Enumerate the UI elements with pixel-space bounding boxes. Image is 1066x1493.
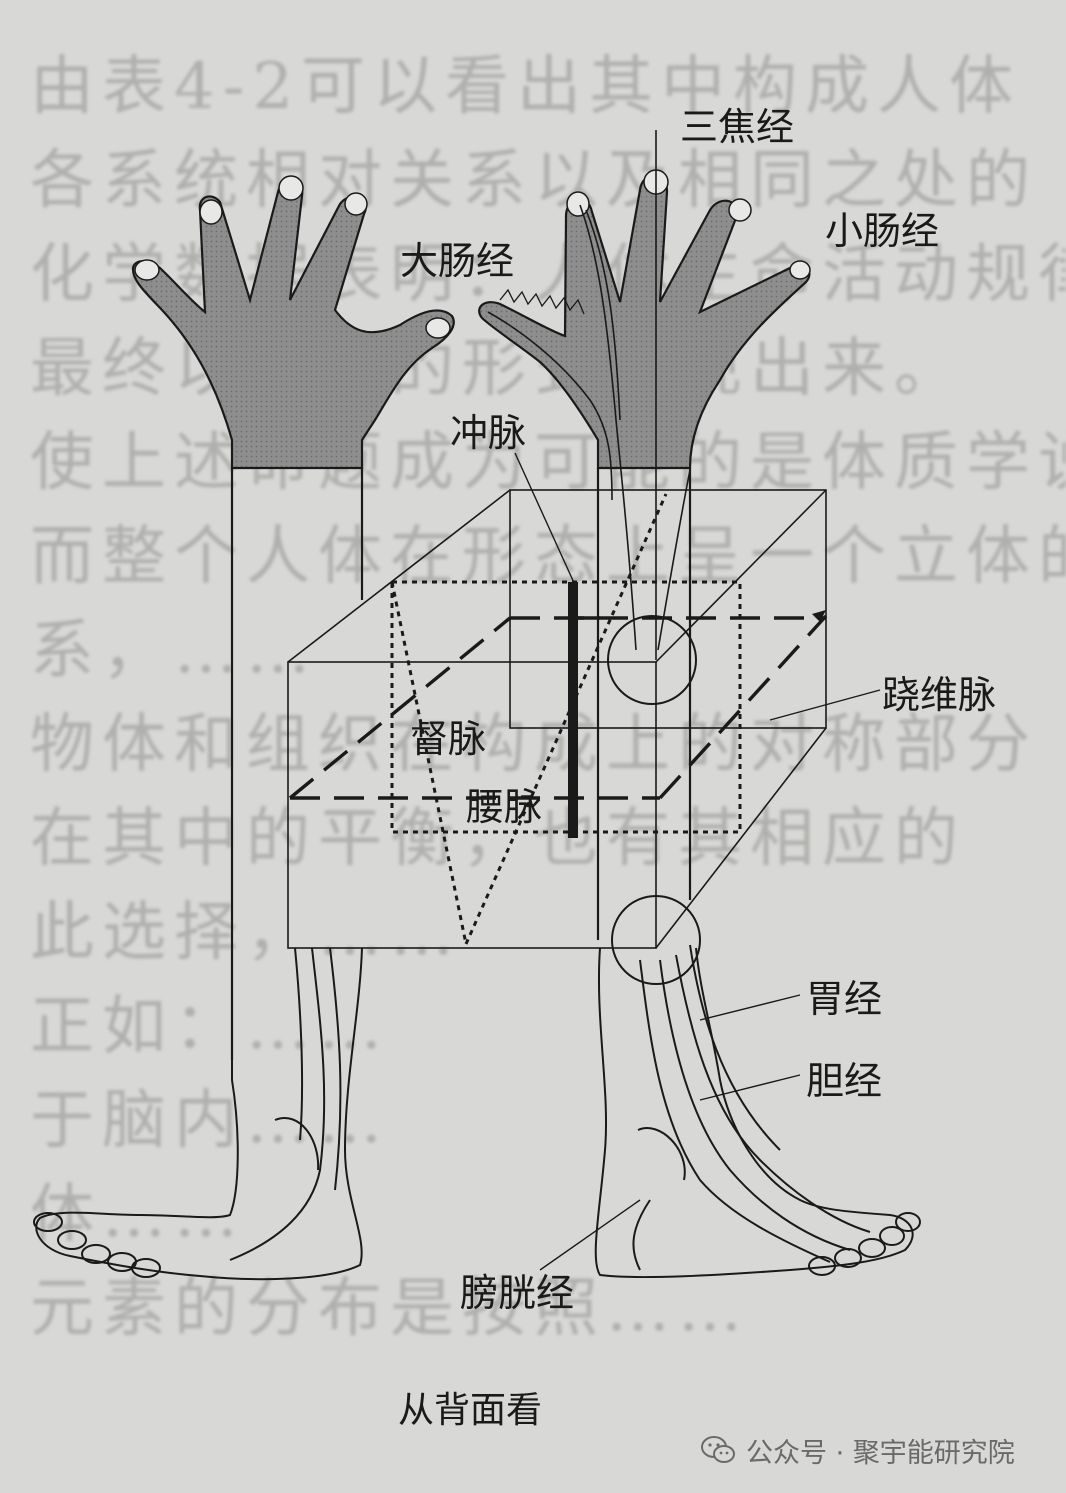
watermark-text: 公众号 · 聚宇能研究院 bbox=[746, 1437, 1015, 1469]
label-chongmai: 冲脉 bbox=[450, 411, 526, 455]
label-yaomai: 腰脉 bbox=[466, 785, 542, 829]
label-dachang: 大肠经 bbox=[400, 239, 514, 283]
upper-circle bbox=[607, 615, 697, 705]
watermark: 公众号 · 聚宇能研究院 bbox=[700, 1428, 1015, 1472]
background-text-line: 由表4-2可以看出其中构成人体 bbox=[30, 50, 1022, 124]
background-text-line: 元素的分布是按照…… bbox=[30, 1272, 750, 1346]
background-text-line: 在其中的平衡，也有其相应的 bbox=[30, 802, 966, 876]
right-hand bbox=[478, 174, 811, 470]
dashed-lines bbox=[288, 614, 828, 800]
background-text-line: 各系统相对关系以及相同之处的 bbox=[30, 144, 1038, 218]
background-text-line: 而整个人体在形态上呈一个立体的 bbox=[30, 520, 1066, 594]
background-text-line: 系，…… bbox=[30, 614, 318, 688]
label-weijing: 胃经 bbox=[806, 977, 882, 1021]
label-sanjiao: 三焦经 bbox=[680, 105, 794, 149]
label-pangguang: 膀胱经 bbox=[460, 1271, 574, 1315]
wechat-icon bbox=[701, 1436, 735, 1463]
dotted-box bbox=[390, 493, 742, 945]
background-text-line: 最终以数据的形式显现出来。 bbox=[30, 332, 966, 406]
chongmai-bar bbox=[568, 582, 578, 838]
background-text-line: 此选择，…… bbox=[30, 896, 462, 970]
left-hand bbox=[131, 180, 455, 470]
hand-meridians bbox=[487, 130, 691, 660]
label-dumai: 督脉 bbox=[410, 717, 486, 761]
dashed-arrowhead bbox=[812, 610, 826, 622]
lower-circle bbox=[611, 895, 701, 985]
left-leg bbox=[33, 947, 363, 1281]
diagram-caption: 从背面看 bbox=[398, 1390, 542, 1431]
background-text-line: 使上述命题成为可能的是体质学说 bbox=[30, 426, 1066, 500]
right-arm bbox=[478, 169, 811, 940]
label-danjing: 胆经 bbox=[806, 1059, 882, 1103]
right-leg bbox=[594, 944, 921, 1279]
left-arm bbox=[131, 175, 455, 1060]
label-xiaochang: 小肠经 bbox=[825, 209, 939, 253]
label-qiaowei: 跷维脉 bbox=[882, 673, 996, 717]
leader-lines bbox=[514, 452, 881, 1271]
background-text-line: 物体和组织在构成上的对称部分 bbox=[30, 708, 1038, 782]
body-cube bbox=[287, 489, 827, 949]
